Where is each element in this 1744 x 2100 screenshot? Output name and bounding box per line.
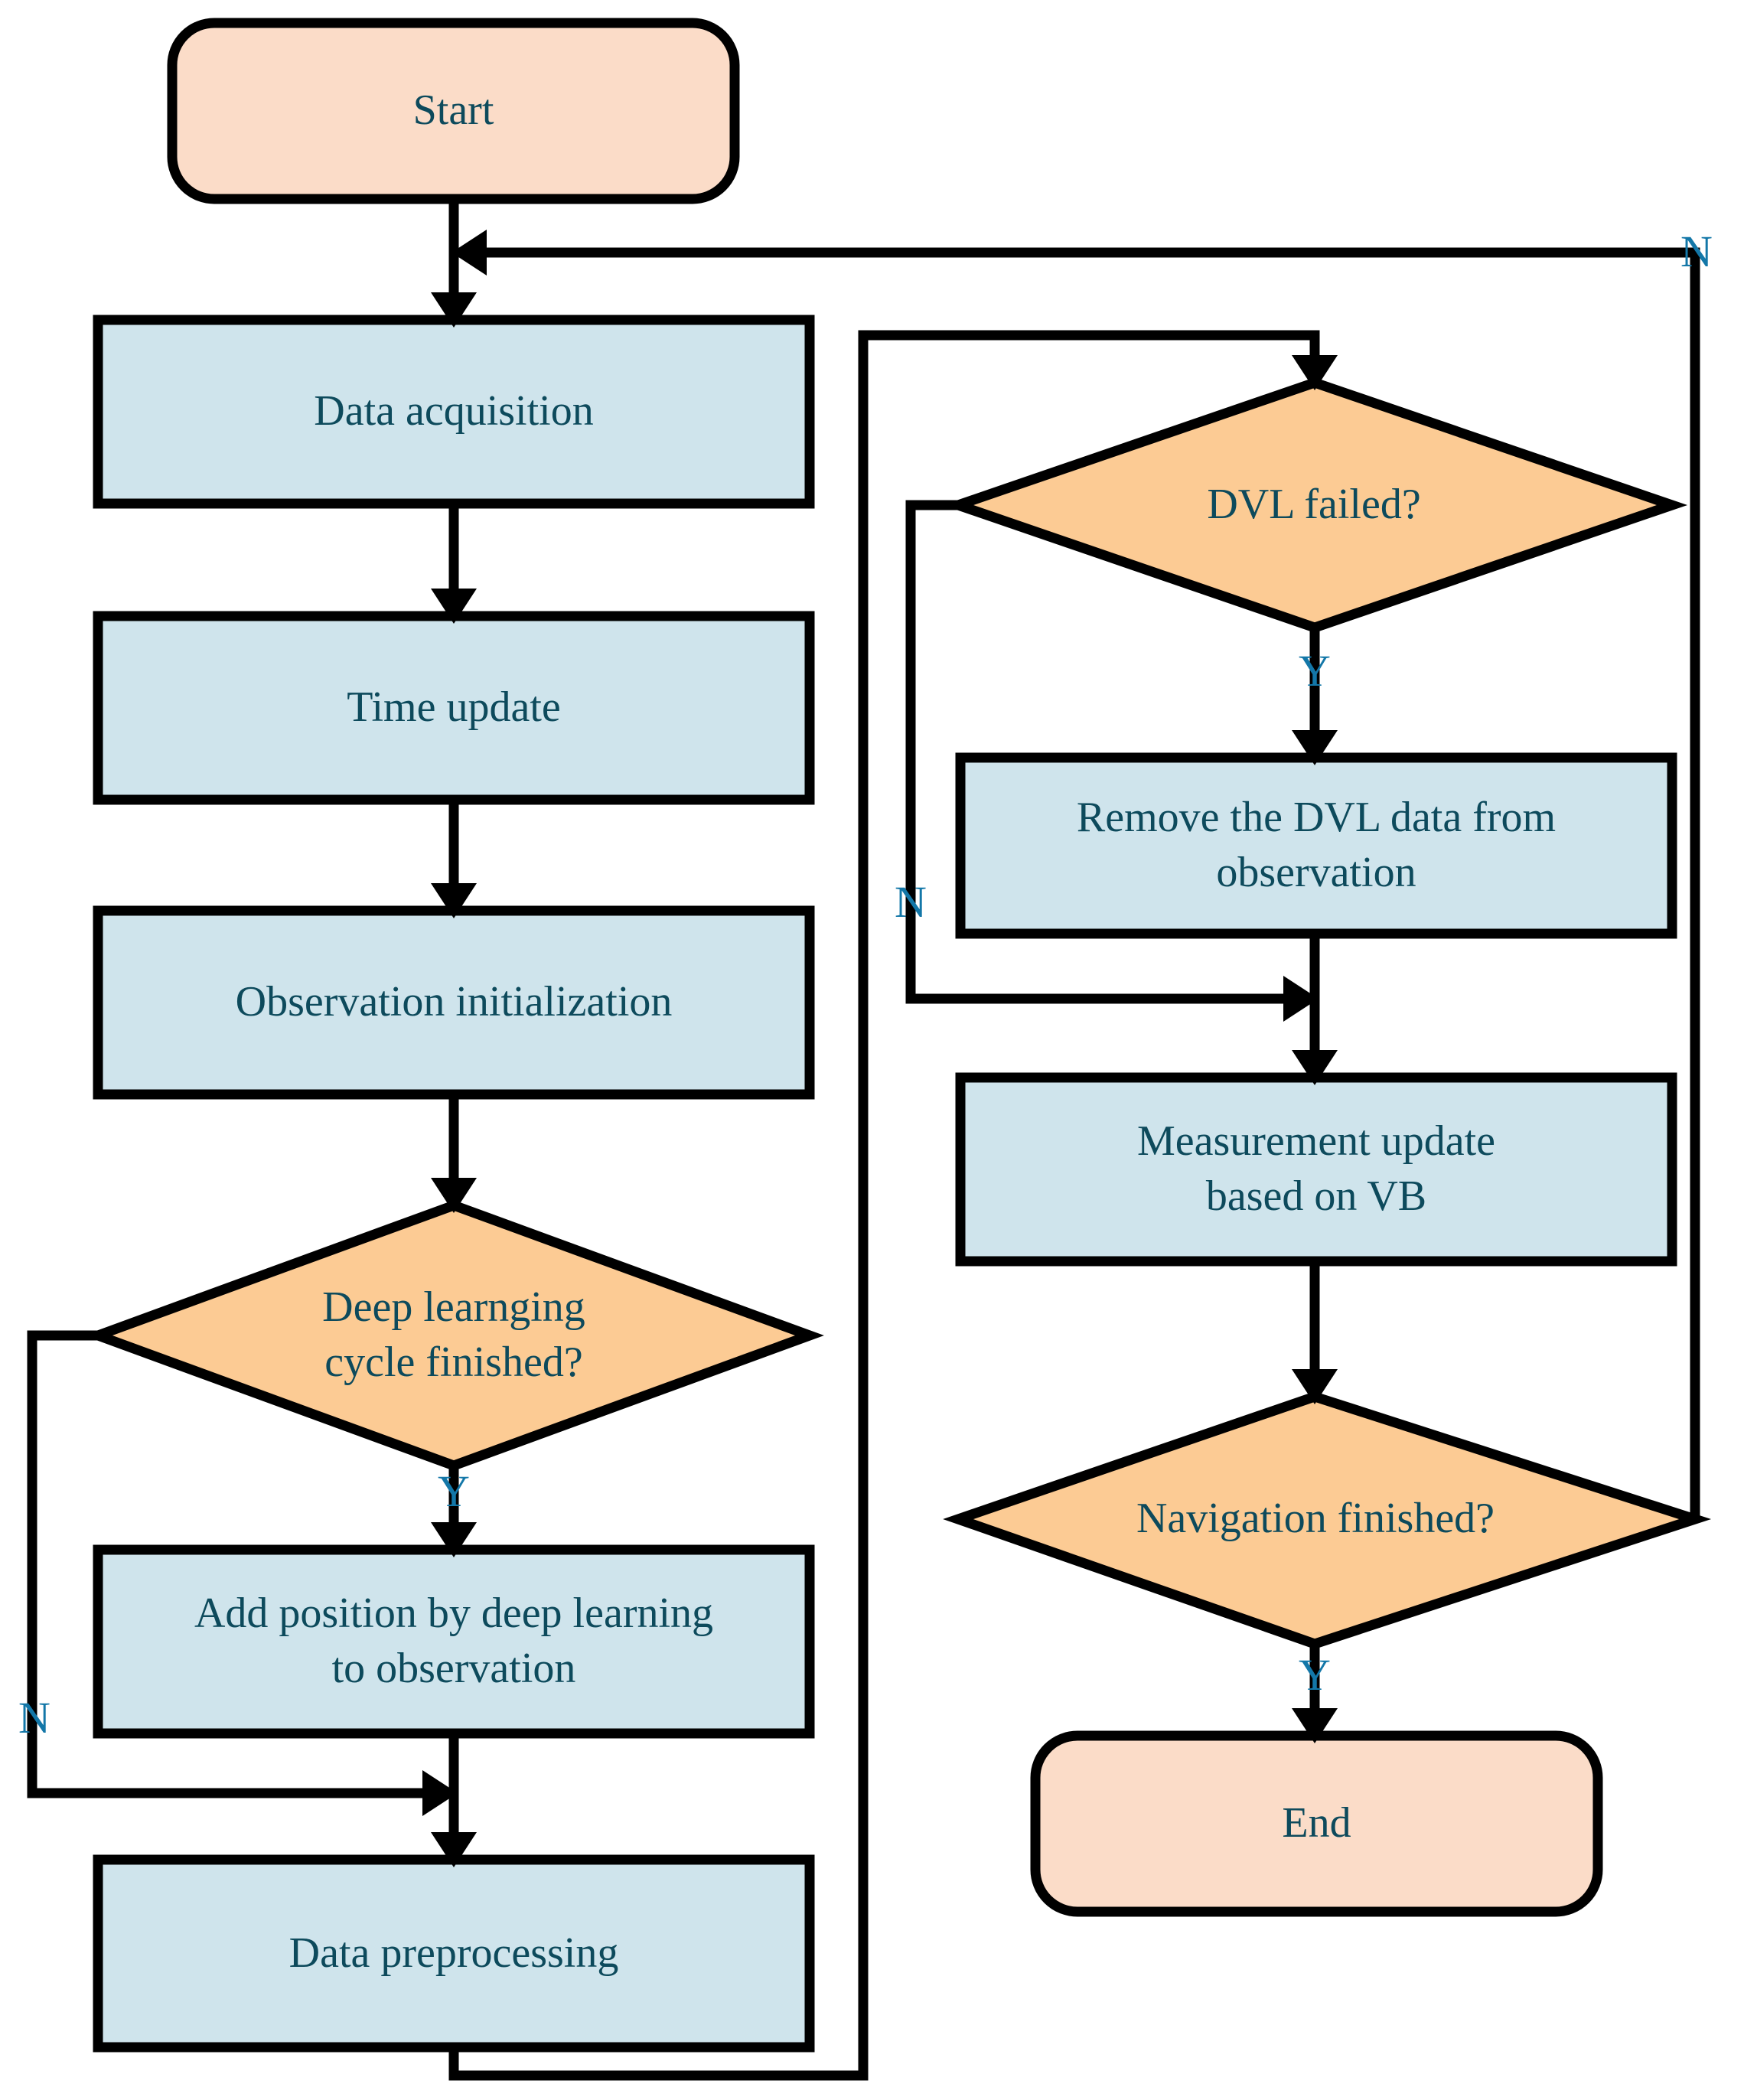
arrowhead-to-navfinished	[1292, 1369, 1338, 1404]
branch-label-dvl-y: Y	[1299, 646, 1331, 696]
node-navigation-finished-decision[interactable]	[943, 1391, 1712, 1649]
node-deep-learning-cycle-decision[interactable]	[83, 1200, 824, 1471]
arrowhead-dl-n-merge	[422, 1770, 458, 1816]
node-data-preprocessing[interactable]	[93, 1854, 815, 2053]
branch-label-nav-y: Y	[1299, 1650, 1331, 1700]
edge-dlcycle-n-to-preprocess	[27, 1330, 429, 1798]
node-observation-initialization[interactable]	[93, 905, 815, 1100]
node-measurement-update[interactable]	[955, 1072, 1677, 1267]
node-dvl-failed-decision[interactable]	[942, 377, 1688, 633]
edge-nav-n-to-acquisition	[481, 247, 1700, 1519]
arrowhead-to-dlcycle	[431, 1178, 477, 1213]
branch-label-dl-y: Y	[438, 1466, 470, 1516]
edge-preprocess-to-dvlfailed	[448, 330, 1320, 2081]
arrowhead-to-acquisition	[431, 292, 477, 328]
branch-label-dl-n: N	[18, 1693, 51, 1743]
edge-dvl-n-to-measupdate	[905, 500, 1289, 1004]
node-data-acquisition[interactable]	[93, 315, 815, 509]
node-end[interactable]	[1030, 1730, 1603, 1917]
branch-label-nav-n-top: N	[1680, 227, 1713, 276]
arrowhead-to-dvlfailed	[1292, 355, 1338, 390]
arrowhead-to-timeupdate	[431, 589, 477, 624]
branch-label-dvl-n: N	[895, 877, 927, 927]
arrowheads	[422, 230, 1338, 1867]
node-start[interactable]	[167, 18, 740, 204]
node-time-update[interactable]	[93, 611, 815, 805]
arrowhead-to-obsinit	[431, 883, 477, 918]
arrowhead-to-preprocess	[431, 1832, 477, 1867]
arrowhead-to-end	[1292, 1708, 1338, 1743]
arrowhead-to-addpos	[431, 1522, 477, 1557]
node-remove-dvl-data[interactable]	[955, 752, 1677, 939]
arrowhead-dvl-n-merge	[1283, 976, 1319, 1022]
node-add-position[interactable]	[93, 1544, 815, 1739]
arrowhead-to-measupdate	[1292, 1050, 1338, 1085]
arrowhead-to-removedvl	[1292, 730, 1338, 765]
arrowhead-nav-n-return	[451, 230, 487, 276]
